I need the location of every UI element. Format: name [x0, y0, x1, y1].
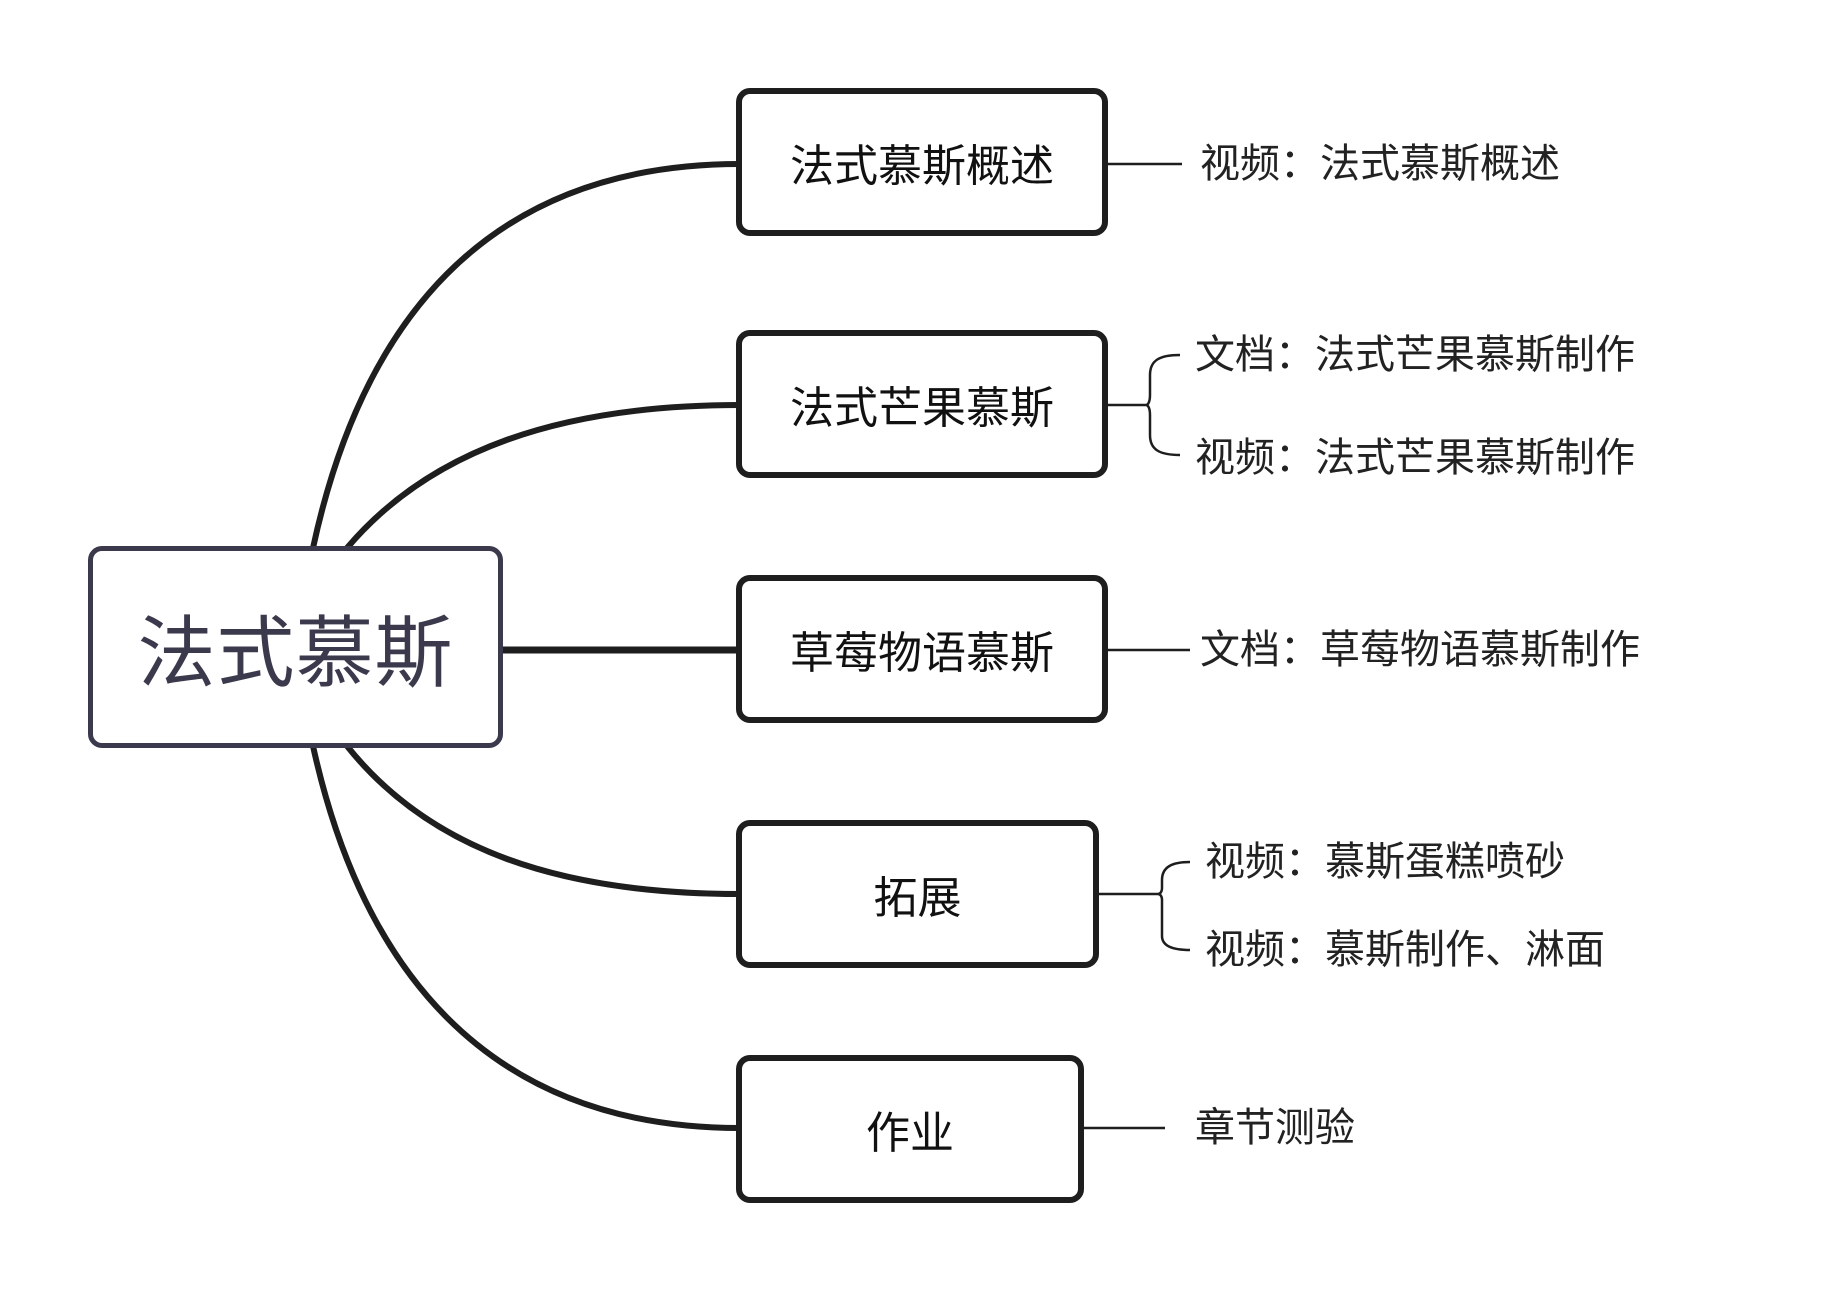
brace-branch-4: [1157, 860, 1191, 952]
leaf-overview-video[interactable]: 视频：法式慕斯概述: [1200, 141, 1560, 187]
branch-node-homework[interactable]: 作业: [736, 1055, 1084, 1203]
link-root-branch-1: [310, 161, 741, 549]
leaf-strawberry-doc[interactable]: 文档：草莓物语慕斯制作: [1200, 627, 1640, 673]
branch-label: 拓展: [873, 873, 962, 924]
link-root-branch-4: [344, 744, 741, 897]
root-label: 法式慕斯: [137, 609, 454, 699]
leaf-extension-video-1[interactable]: 视频：慕斯蛋糕喷砂: [1205, 839, 1565, 885]
link-root-branch-5: [310, 745, 741, 1131]
branch-label: 法式芒果慕斯: [790, 383, 1054, 434]
brace-branch-2: [1145, 353, 1181, 457]
leaf-mango-doc[interactable]: 文档：法式芒果慕斯制作: [1195, 332, 1635, 378]
branch-node-strawberry-mousse[interactable]: 草莓物语慕斯: [736, 575, 1108, 723]
branch-node-extension[interactable]: 拓展: [736, 820, 1099, 968]
branch-label: 草莓物语慕斯: [790, 628, 1054, 679]
root-node[interactable]: 法式慕斯: [88, 546, 503, 748]
leaf-homework-quiz[interactable]: 章节测验: [1195, 1105, 1355, 1151]
leaf-mango-video[interactable]: 视频：法式芒果慕斯制作: [1195, 435, 1635, 481]
leaf-extension-video-2[interactable]: 视频：慕斯制作、淋面: [1205, 927, 1605, 973]
branch-node-mango-mousse[interactable]: 法式芒果慕斯: [736, 330, 1108, 478]
branch-label: 法式慕斯概述: [790, 141, 1054, 192]
link-root-branch-2: [344, 402, 741, 550]
branch-label: 作业: [866, 1108, 954, 1159]
branch-node-overview[interactable]: 法式慕斯概述: [736, 88, 1108, 236]
